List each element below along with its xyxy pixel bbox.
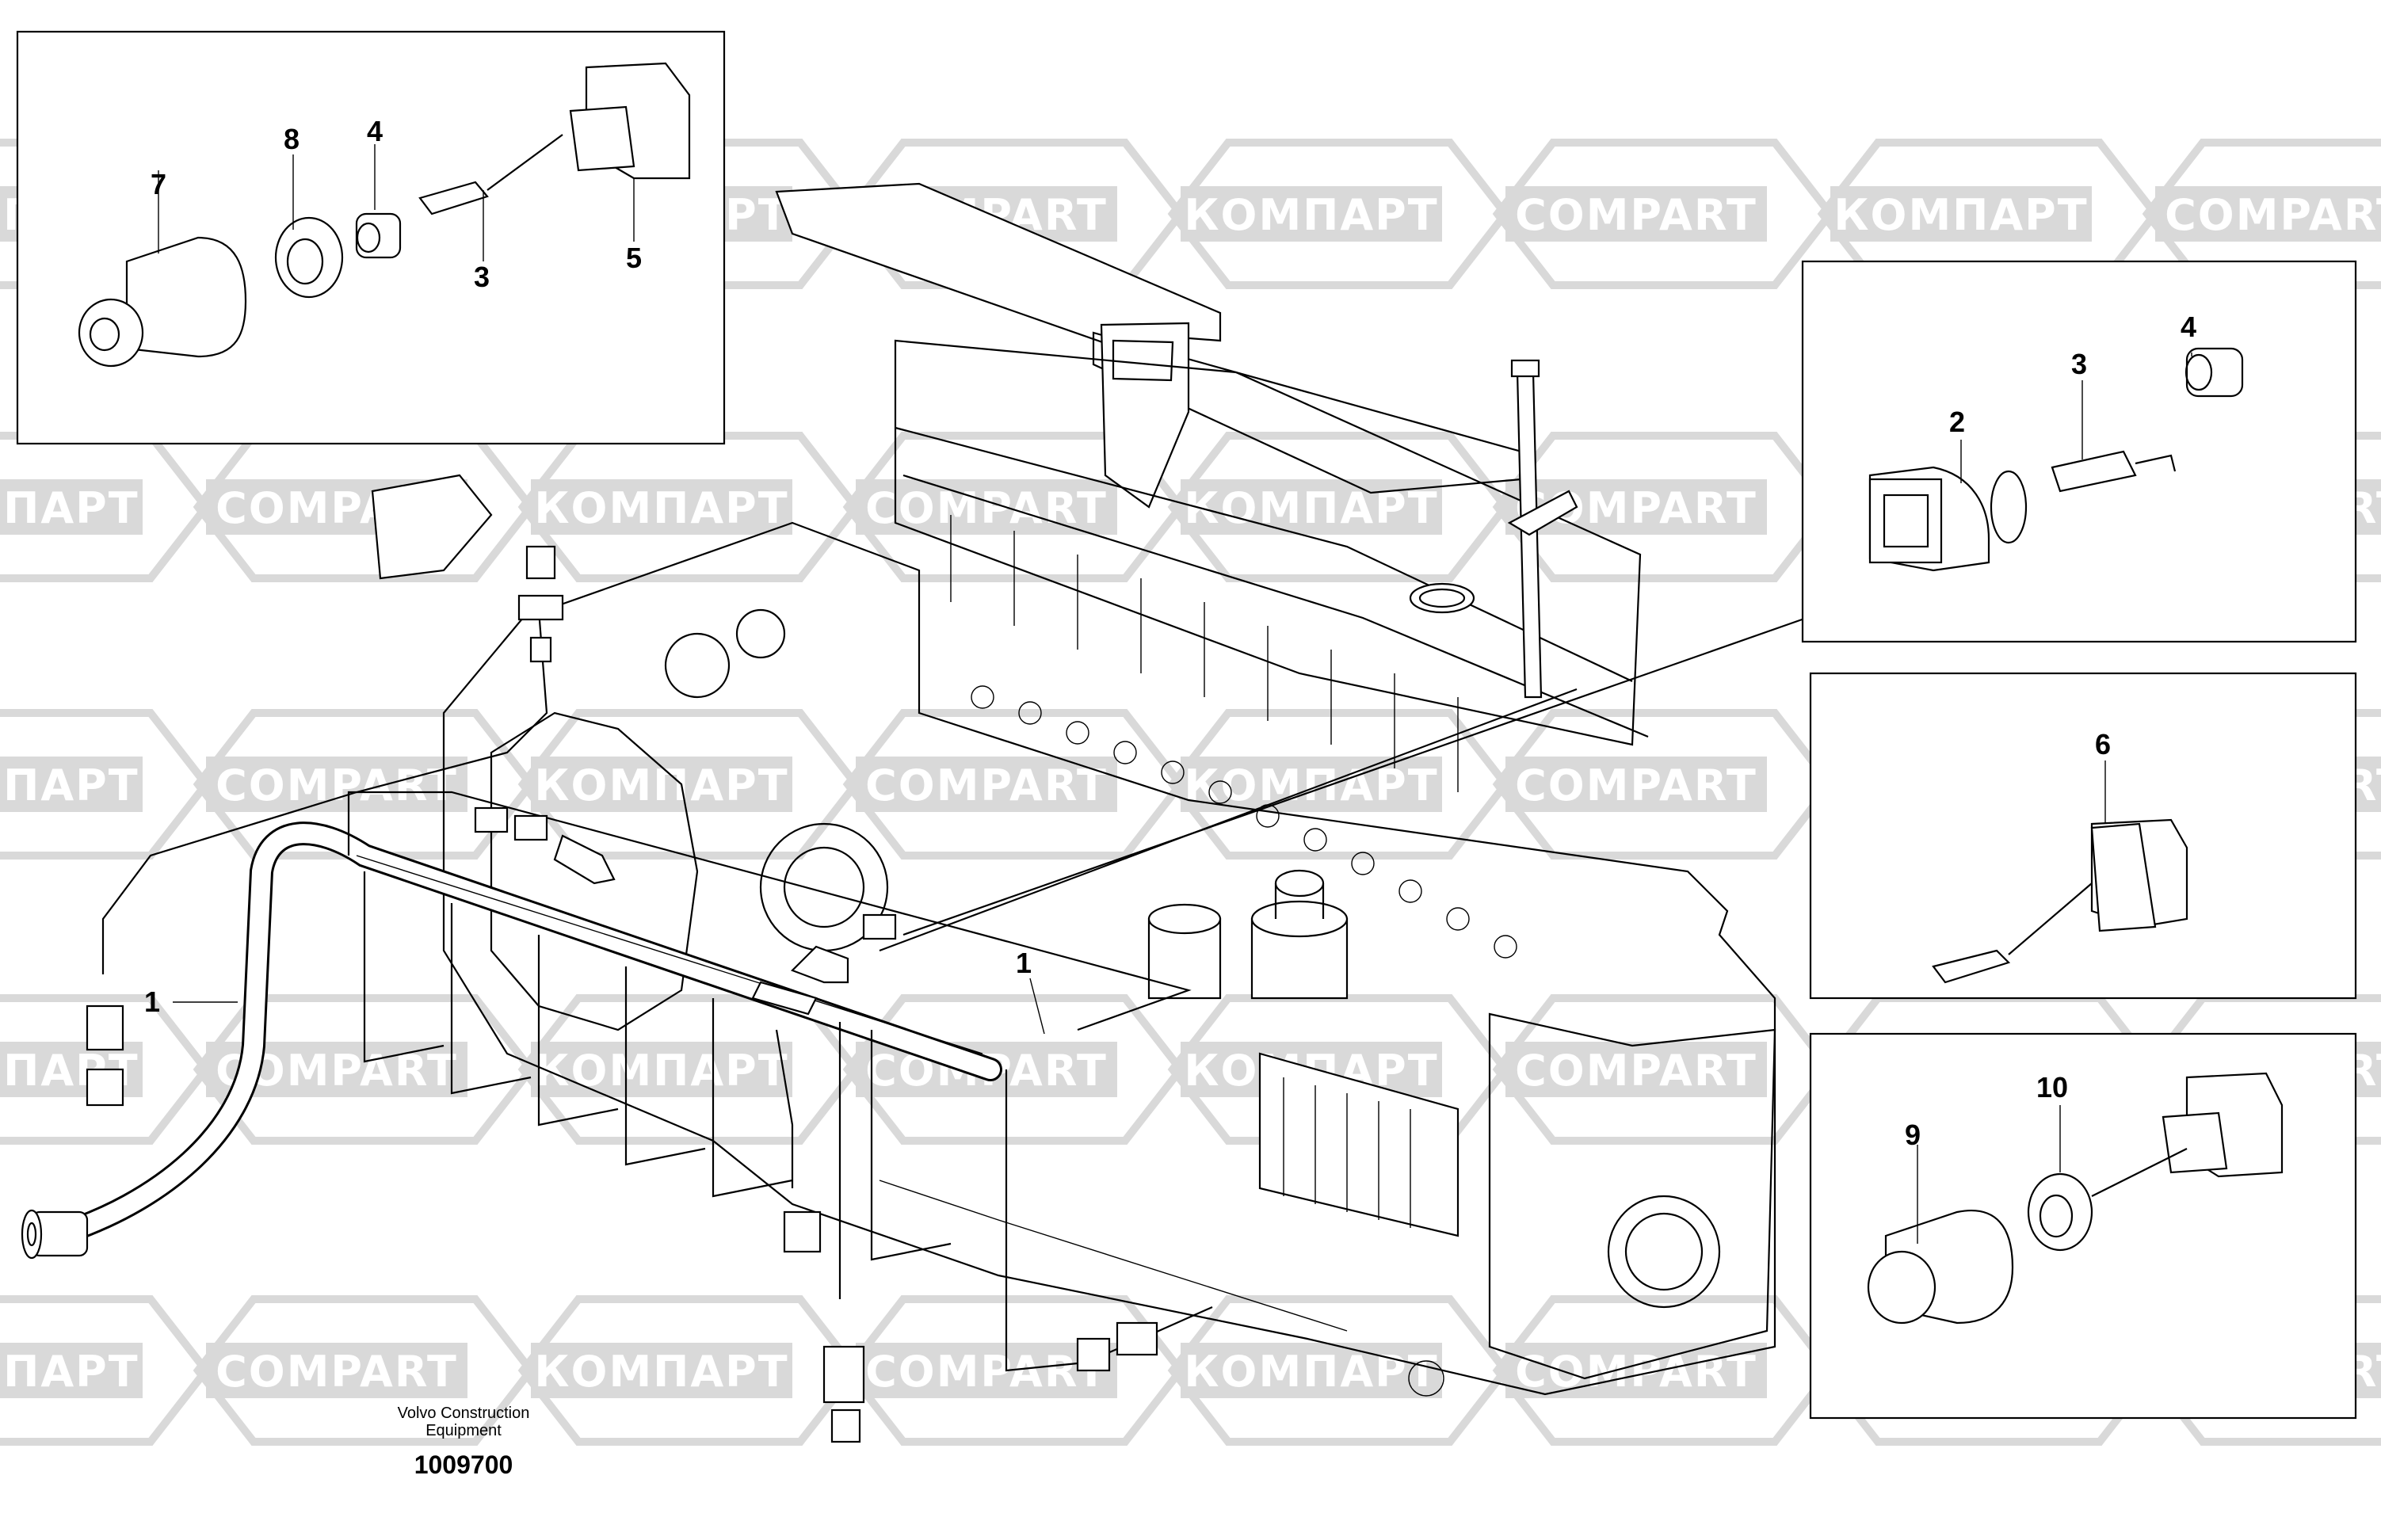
watermark-text-cyrillic: КОМПАРТ	[0, 1347, 139, 1397]
watermark-stamp: КОМПАРТ	[517, 432, 861, 582]
watermark-stamp: КОМПАРТ	[517, 1295, 861, 1446]
caption-line-2: Equipment	[425, 1422, 502, 1439]
watermark-stamp: COMPART	[842, 709, 1186, 860]
watermark-stamp: COMPART	[1492, 994, 1836, 1145]
callout-2: 2	[1949, 406, 1965, 438]
watermark-text-latin: COMPART	[216, 1347, 458, 1397]
watermark-text-latin: COMPART	[865, 760, 1108, 810]
watermark-stamp: COMPART	[842, 1295, 1186, 1446]
watermark-stamp: COMPART	[842, 432, 1186, 582]
drawing-caption: Volvo Construction Equipment 1009700	[398, 1405, 530, 1479]
main-callouts: 1 1	[144, 947, 1045, 1035]
callout-8: 8	[284, 123, 300, 155]
drawing-number: 1009700	[414, 1450, 513, 1479]
watermark-stamp: COMPART	[1492, 1295, 1836, 1446]
part-2-connector	[1868, 466, 2028, 572]
part-7-plug	[78, 236, 247, 368]
watermark-stamp: COMPART	[2142, 139, 2381, 289]
part-4-seal-r	[2184, 347, 2244, 398]
watermark-stamp: КОМПАРТ	[1167, 1295, 1511, 1446]
part-5-housing	[569, 62, 691, 180]
part-3-terminal-r	[2051, 450, 2177, 493]
callout-1-center: 1	[1016, 947, 1032, 979]
part-10-clip	[2027, 1172, 2093, 1252]
callout-5: 5	[626, 242, 642, 274]
watermark-text-cyrillic: КОМПАРТ	[1184, 190, 1438, 240]
watermark-text-cyrillic: КОМПАРТ	[534, 1046, 788, 1096]
part-9-plug	[1867, 1210, 2014, 1325]
harness-end-connector	[21, 1209, 89, 1260]
part-3-terminal	[418, 134, 563, 215]
watermark-text-cyrillic: КОМПАРТ	[534, 483, 788, 533]
watermark-text-latin: COMPART	[865, 1347, 1108, 1397]
callout-3: 3	[474, 261, 490, 293]
inset-right-2: 6	[1809, 672, 2357, 1000]
callout-6: 6	[2095, 728, 2111, 760]
watermark-text-latin: COMPART	[1515, 1347, 1757, 1397]
part-10-housing	[2162, 1072, 2284, 1178]
watermark-text-latin: COMPART	[1515, 190, 1757, 240]
inset-right-3: 9 10	[1809, 1032, 2357, 1420]
callout-3-r: 3	[2071, 348, 2087, 380]
watermark-text-latin: COMPART	[2165, 190, 2381, 240]
part-4-seal	[355, 212, 402, 259]
watermark-stamp: КОМПАРТ	[0, 709, 212, 860]
watermark-stamp: КОМПАРТ	[517, 709, 861, 860]
watermark-text-cyrillic: КОМПАРТ	[534, 1347, 788, 1397]
watermark-stamp: COMPART	[1492, 709, 1836, 860]
watermark-text-cyrillic: КОМПАРТ	[0, 483, 139, 533]
callout-4: 4	[367, 115, 383, 147]
watermark-text-latin: COMPART	[865, 483, 1108, 533]
watermark-stamp: КОМПАРТ	[1817, 139, 2161, 289]
callout-7: 7	[151, 168, 166, 200]
watermark-text-cyrillic: КОМПАРТ	[1184, 483, 1438, 533]
watermark-stamp: COMPART	[842, 994, 1186, 1145]
inset-right-1: 2 3 4	[1801, 260, 2357, 643]
watermark-text-latin: COMPART	[1515, 760, 1757, 810]
callout-1-left: 1	[144, 985, 160, 1018]
watermark-stamp: COMPART	[193, 709, 536, 860]
callout-4-r: 4	[2181, 311, 2196, 343]
callout-10: 10	[2036, 1071, 2068, 1104]
watermark-text-cyrillic: КОМПАРТ	[1833, 190, 2088, 240]
watermark-stamp: КОМПАРТ	[1167, 139, 1511, 289]
watermark-stamp: КОМПАРТ	[517, 994, 861, 1145]
sensor-connectors	[86, 545, 1158, 1443]
watermark-text-latin: COMPART	[1515, 1046, 1757, 1096]
watermark-text-cyrillic: КОМПАРТ	[0, 760, 139, 810]
watermark-stamp: КОМПАРТ	[0, 432, 212, 582]
engine-block	[442, 182, 1776, 1397]
part-6-housing	[2090, 818, 2188, 932]
watermark-stamp: COMPART	[1492, 139, 1836, 289]
callout-9: 9	[1905, 1119, 1921, 1151]
wiring-harness	[21, 474, 1807, 1443]
watermark-stamp: КОМПАРТ	[1167, 432, 1511, 582]
watermark-text-cyrillic: КОМПАРТ	[534, 760, 788, 810]
inset-top-left: 7 8 4 3 5	[16, 30, 726, 445]
watermark-stamp: COMPART	[1492, 432, 1836, 582]
part-8-clip	[274, 216, 344, 299]
caption-line-1: Volvo Construction	[398, 1405, 530, 1422]
watermark-text-latin: COMPART	[216, 760, 458, 810]
watermark-text-cyrillic: КОМПАРТ	[1184, 1347, 1438, 1397]
watermark-stamp: COMPART	[193, 1295, 536, 1446]
watermark-stamp: КОМПАРТ	[0, 1295, 212, 1446]
